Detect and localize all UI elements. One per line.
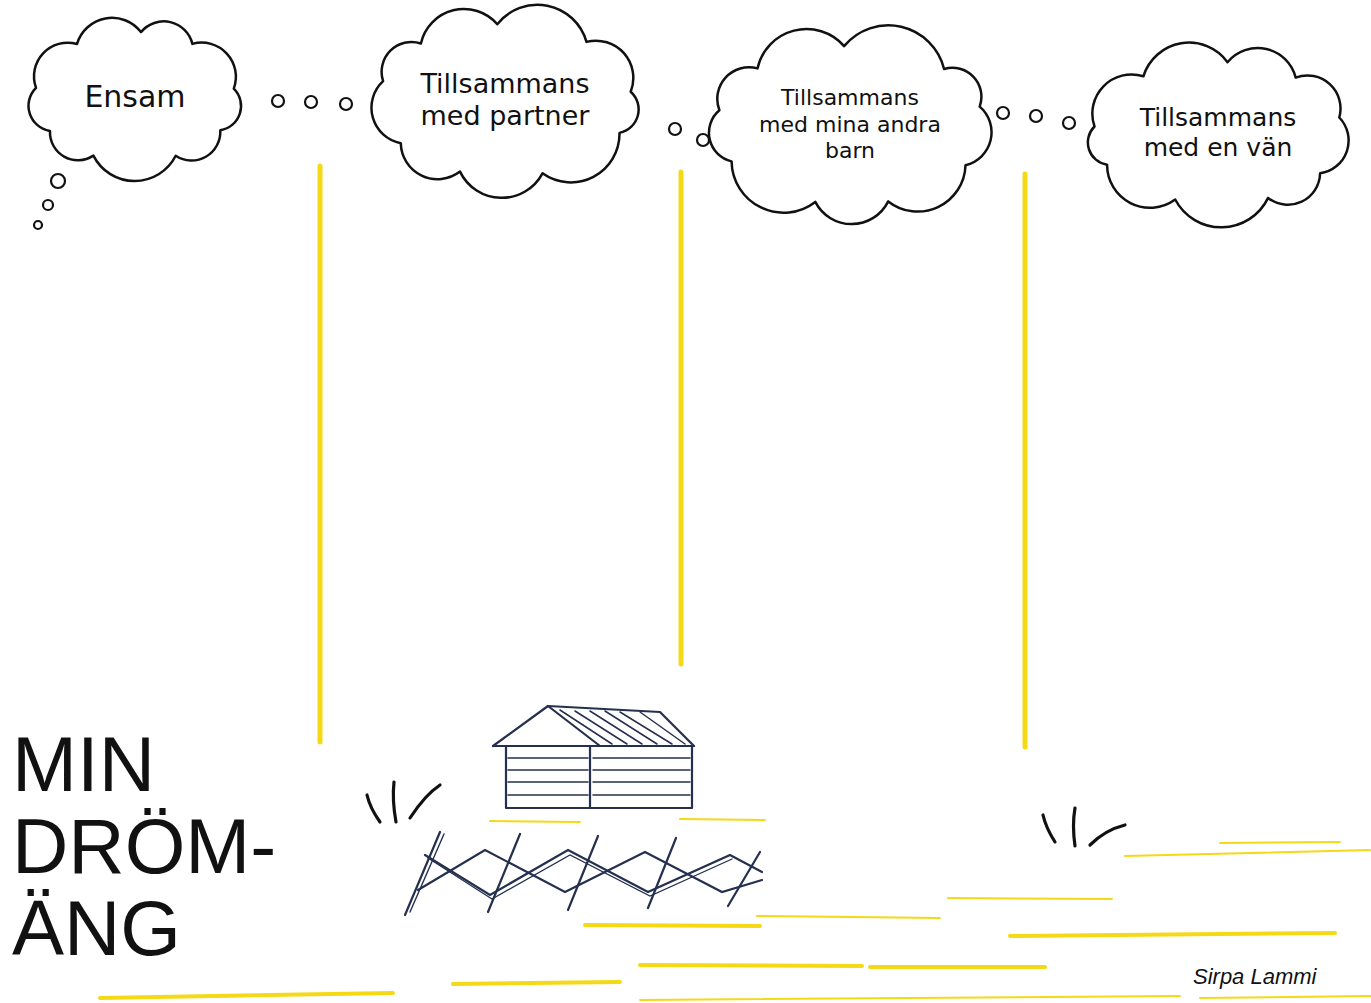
meadow-line [1125,850,1370,856]
thought-dot [305,96,317,108]
hut-roof [493,745,600,747]
fence-posts [405,832,760,915]
thought-dot [669,123,681,135]
cloud-text: Tillsammans med partner [410,68,600,133]
thought-cloud: Ensam [15,12,255,181]
cloud-shape [29,18,242,181]
meadow-line [757,916,940,918]
thought-cloud: Tillsammans med partner [359,4,652,197]
wall-planks [508,758,690,795]
cloud-text: Tillsammans med en vän [1125,103,1310,163]
fence-drawing [405,832,762,915]
meadow-line [490,821,580,822]
meadow-line [1220,842,1340,843]
meadow-line [680,819,765,820]
column-dividers [320,166,1025,747]
hut-roof [548,706,694,746]
thought-cloud: Tillsammans med en vän [1074,42,1362,224]
thought-dot [997,107,1009,119]
grass-tufts [367,782,1125,846]
meadow-line [640,965,862,966]
signature: Sirpa Lammi [1193,964,1316,990]
thought-dot [1030,110,1042,122]
page-title: MIN DRÖM- ÄNG [12,724,276,970]
meadow-line [453,982,620,984]
cloud-shape [709,25,992,224]
cloud-shape [1088,43,1349,228]
thought-dot [43,200,53,210]
meadow-line [640,996,1180,1000]
divider-line [318,166,323,742]
thought-cloud: Tillsammans med mina andra barn [697,26,1004,225]
divider-line [679,172,684,664]
cloud-text: Ensam [55,79,215,115]
meadow-line [870,965,1045,969]
hut-drawing [493,706,694,808]
thought-dot [697,134,709,146]
grass-tuft [1043,808,1125,846]
meadow-line [1200,996,1371,998]
divider-line [1023,174,1028,747]
grass-tuft [367,782,440,822]
fence-rails [428,855,732,899]
meadow-line [948,898,1112,899]
hut-walls [506,746,692,808]
fence-posts [410,834,444,912]
roof-hatching [560,710,685,744]
thought-dot [34,221,42,229]
thought-dot [1063,117,1075,129]
thought-dot [272,95,284,107]
meadow-line [1010,933,1335,936]
thought-dot [340,98,352,110]
thought-dot [51,174,65,188]
meadow-line [100,993,393,998]
cloud-text: Tillsammans med mina andra barn [756,85,944,164]
cloud-shape [371,4,638,197]
meadow-lines [100,819,1371,1000]
fence-rails [418,850,762,892]
meadow-line [585,925,760,926]
hut-roof [493,706,694,746]
